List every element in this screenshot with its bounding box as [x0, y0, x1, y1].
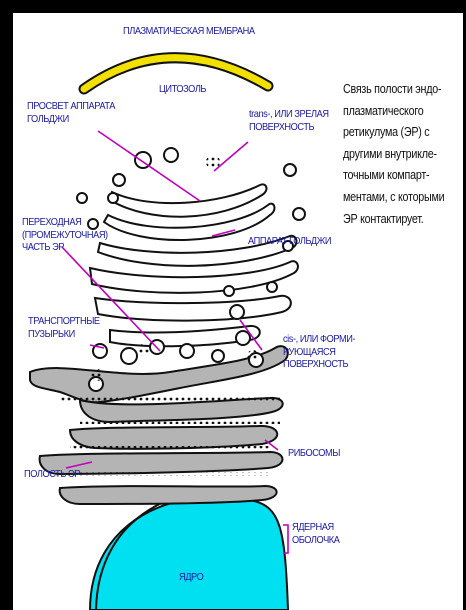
label-cytosol: ЦИТОЗОЛЬ [159, 83, 206, 96]
nucleus [90, 497, 288, 610]
label-nucleus: ЯДРО [179, 571, 203, 584]
label-golgi-apparatus: АППАРАТ ГОЛЬДЖИ [248, 235, 331, 248]
label-golgi-lumen: ПРОСВЕТ АППАРАТА ГОЛЬДЖИ [27, 100, 115, 125]
label-transport-vesicles: ТРАНСПОРТНЫЕ ПУЗЫРЬКИ [28, 315, 100, 340]
label-trans-face: trans-, ИЛИ ЗРЕЛАЯ ПОВЕРХНОСТЬ [249, 108, 329, 133]
label-ribosomes: РИБОСОМЫ [288, 447, 340, 460]
figure-caption: Связь полости эндо- плазматического рети… [343, 79, 451, 230]
label-plasma-membrane: ПЛАЗМАТИЧЕСКАЯ МЕМБРАНА [123, 25, 255, 38]
label-er-lumen: ПОЛОСТЬ ЭР [24, 468, 80, 481]
label-nuclear-envelope: ЯДЕРНАЯ ОБОЛОЧКА [292, 521, 339, 546]
golgi-stack [90, 184, 298, 346]
label-transitional-er: ПЕРЕХОДНАЯ (ПРОМЕЖУТОЧНАЯ) ЧАСТЬ ЭР [22, 216, 108, 254]
label-cis-face: cis-, ИЛИ ФОРМИ- РУЮЩАЯСЯ ПОВЕРХНОСТЬ [283, 333, 355, 371]
